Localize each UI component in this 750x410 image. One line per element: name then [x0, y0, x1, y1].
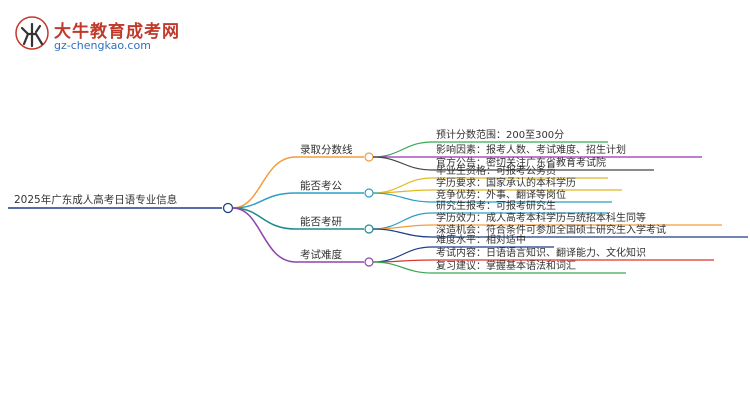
root-node-label: 2025年广东成人高考日语专业信息	[14, 194, 178, 206]
leaf-label: 官方公告：密切关注广东省教育考试院	[436, 158, 606, 169]
branch-label: 考试难度	[300, 249, 342, 261]
leaf-connector	[372, 156, 433, 171]
leaf-connector	[372, 189, 433, 194]
brand-url: gz-chengkao.com	[54, 39, 151, 52]
leaf-label: 复习建议：掌握基本语法和词汇	[436, 261, 576, 272]
leaf-connector	[372, 192, 433, 203]
branch-connector	[232, 192, 297, 209]
branch-node-circle	[364, 188, 374, 198]
leaf-label: 难度水平：相对适中	[436, 235, 526, 246]
branch-connector	[232, 156, 297, 209]
leaf-connector	[372, 228, 433, 238]
leaf-label: 学历要求：国家承认的本科学历	[436, 178, 576, 189]
leaf-label: 影响因素：报考人数、考试难度、招生计划	[436, 145, 626, 156]
leaf-connector	[372, 261, 433, 274]
leaf-label: 毕业生资格：可报考公务员	[436, 166, 556, 177]
branch-connector	[232, 207, 297, 230]
leaf-label: 学历效力：成人高考本科学历与统招本科生同等	[436, 213, 646, 224]
leaf-label: 考试内容：日语语言知识、翻译能力、文化知识	[436, 248, 646, 259]
branch-connector	[232, 207, 297, 263]
root-connector	[222, 202, 234, 214]
branch-label: 能否考研	[300, 216, 342, 228]
leaf-label: 研究生报考：可报考研究生	[436, 201, 556, 212]
leaf-label: 预计分数范围：200至300分	[436, 130, 565, 141]
leaf-label: 深造机会：符合条件可参加全国硕士研究生入学考试	[436, 225, 666, 236]
branch-node-circle	[364, 257, 374, 267]
branch-label: 录取分数线	[300, 144, 353, 156]
leaf-connector	[372, 141, 433, 158]
brand-logo: 大牛教育成考网 gz-chengkao.com	[14, 14, 179, 54]
branch-label: 能否考公	[300, 180, 342, 192]
branch-node-circle	[364, 152, 374, 162]
branch-node-circle	[364, 224, 374, 234]
brand-title: 大牛教育成考网	[54, 22, 180, 42]
leaf-label: 竞争优势：外事、翻译等岗位	[436, 190, 566, 201]
bull-logo-icon	[15, 16, 49, 50]
leaf-connector	[372, 224, 433, 230]
